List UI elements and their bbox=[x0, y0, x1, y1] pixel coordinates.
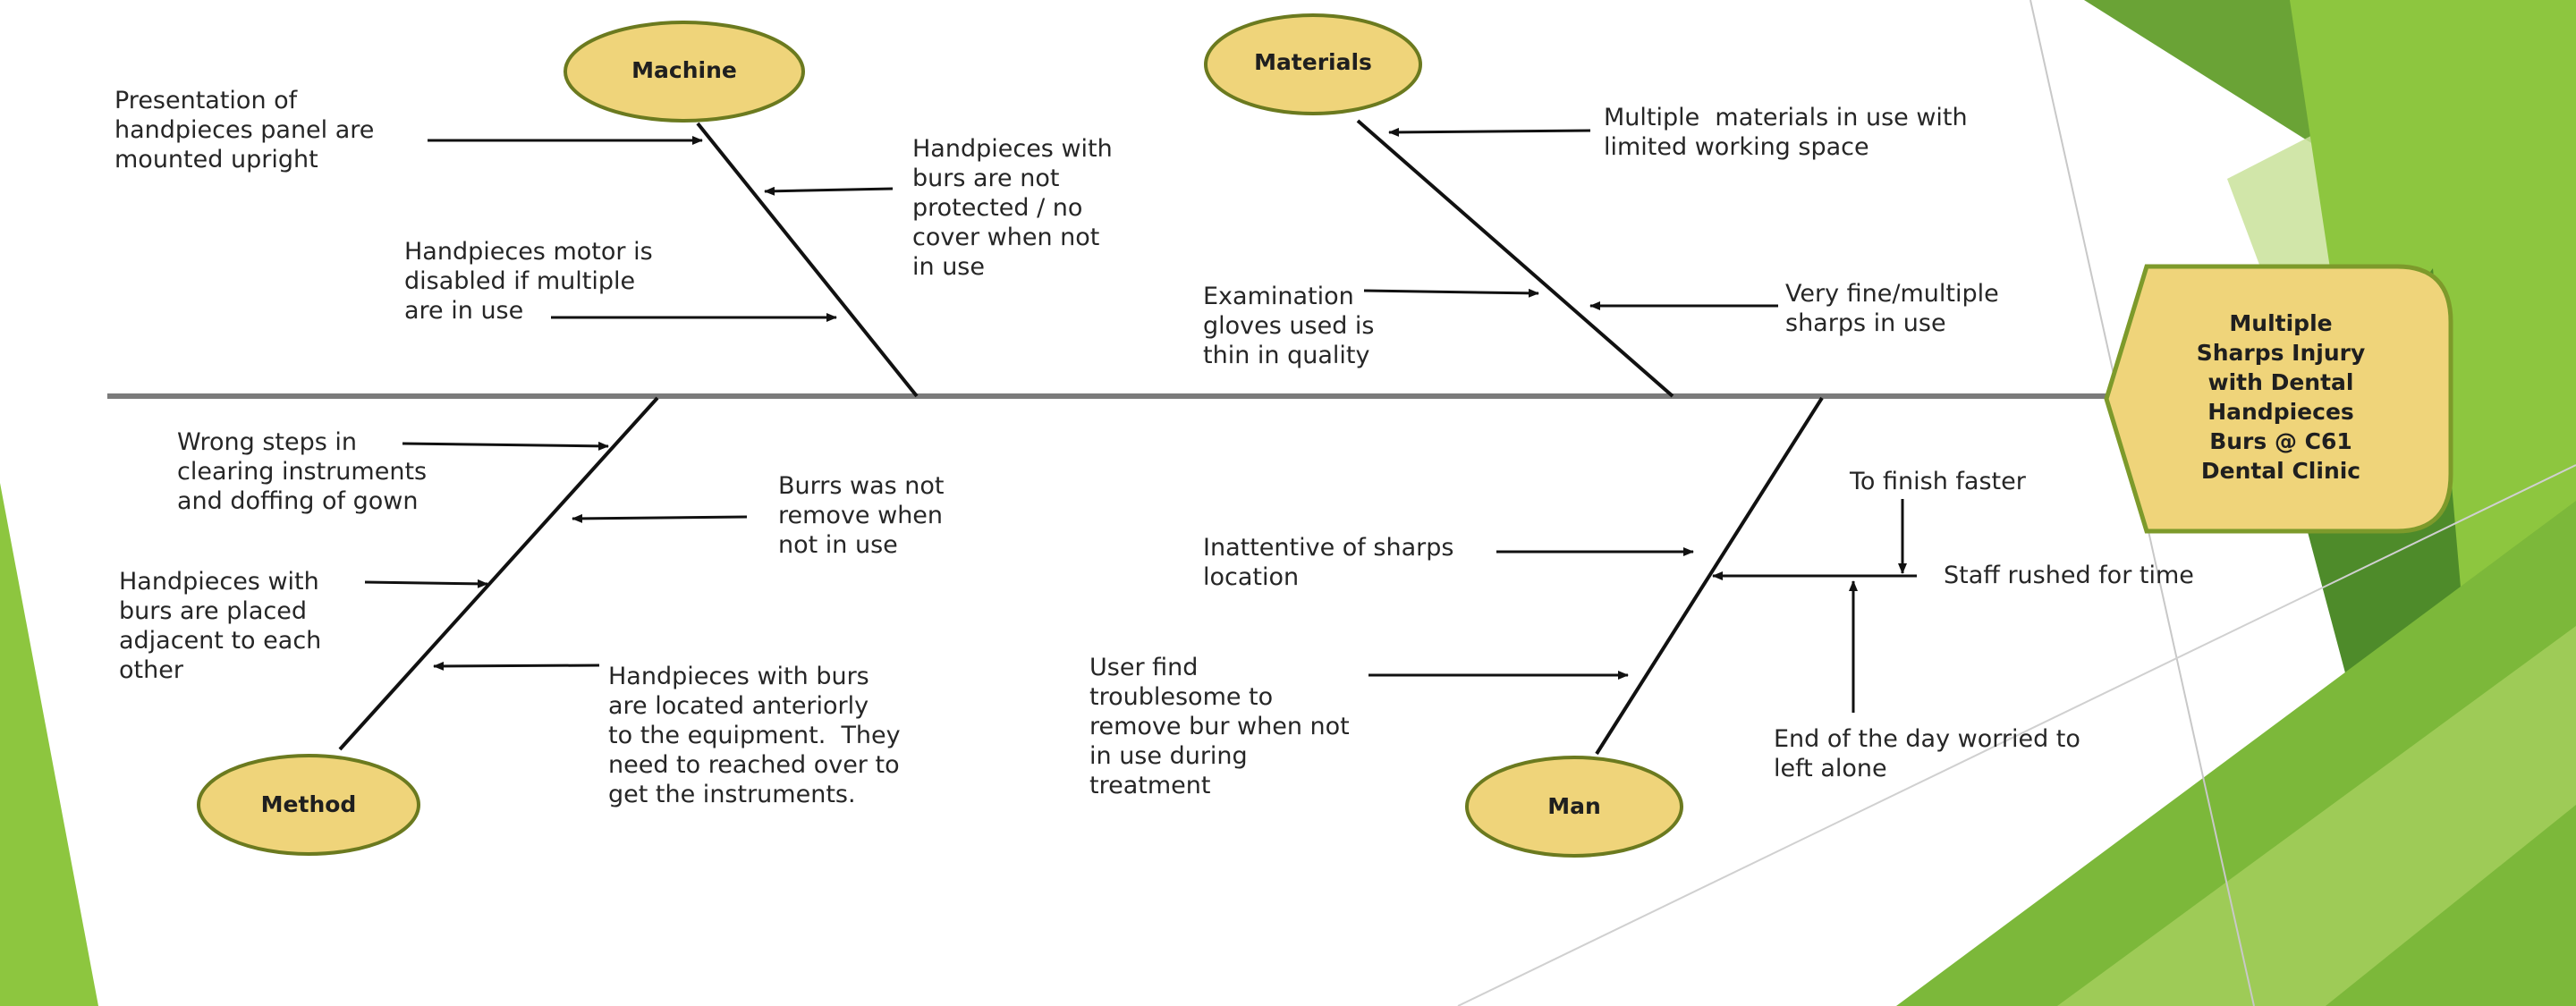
oval-man bbox=[1465, 756, 1683, 858]
cause-man-rushed: Staff rushed for time bbox=[1944, 562, 2194, 589]
category-machine: Machine bbox=[631, 57, 737, 83]
oval-machine bbox=[564, 21, 805, 123]
bone-machine bbox=[696, 122, 919, 398]
cause-materials-fine-sharps: Very fine/multiple sharps in use bbox=[1785, 280, 1999, 337]
bone-materials bbox=[1356, 119, 1674, 398]
oval-method bbox=[197, 754, 420, 856]
cause-man-finish-faster: To finish faster bbox=[1850, 468, 2026, 495]
arrow-machine-2 bbox=[764, 186, 894, 196]
bg-thin-line-2 bbox=[1457, 464, 2576, 1006]
cause-machine-motor-disabled: Handpieces motor is disabled if multiple… bbox=[404, 238, 653, 325]
cause-method-located-anteriorly: Handpieces with burs are located anterio… bbox=[608, 663, 901, 808]
problem-statement: Multiple Sharps Injury with Dental Handp… bbox=[2196, 310, 2366, 484]
bone-method bbox=[338, 396, 659, 751]
bg-shape-bottom-right-light bbox=[2057, 626, 2576, 1006]
cause-machine-panel-upright: Presentation of handpieces panel are mou… bbox=[114, 87, 375, 173]
cause-method-burrs-not-removed: Burrs was not remove when not in use bbox=[778, 472, 945, 559]
cause-method-adjacent: Handpieces with burs are placed adjacent… bbox=[119, 568, 322, 684]
bone-man bbox=[1595, 396, 1824, 756]
arrow-materials-2 bbox=[1363, 288, 1539, 298]
category-man: Man bbox=[1547, 793, 1601, 819]
oval-materials bbox=[1204, 13, 1422, 115]
cause-man-troublesome: User find troublesome to remove bur when… bbox=[1089, 654, 1350, 799]
cause-materials-limited-space: Multiple materials in use with limited w… bbox=[1604, 104, 1968, 161]
cause-machine-no-cover: Handpieces with burs are not protected /… bbox=[912, 135, 1113, 281]
cause-man-inattentive: Inattentive of sharps location bbox=[1203, 534, 1454, 591]
category-materials: Materials bbox=[1254, 49, 1372, 75]
cause-man-end-of-day: End of the day worried to left alone bbox=[1774, 725, 2080, 782]
cause-method-wrong-steps: Wrong steps in clearing instruments and … bbox=[177, 428, 428, 515]
arrow-method-4 bbox=[433, 661, 600, 671]
arrow-materials-1 bbox=[1388, 127, 1591, 137]
cause-materials-thin-gloves: Examination gloves used is thin in quali… bbox=[1203, 283, 1375, 369]
problem-head-shape bbox=[2104, 264, 2453, 534]
arrow-method-3 bbox=[364, 579, 488, 588]
arrow-method-1 bbox=[402, 441, 609, 451]
bg-shape-left bbox=[0, 483, 98, 1006]
arrow-method-2 bbox=[572, 513, 748, 523]
category-method: Method bbox=[260, 791, 357, 817]
